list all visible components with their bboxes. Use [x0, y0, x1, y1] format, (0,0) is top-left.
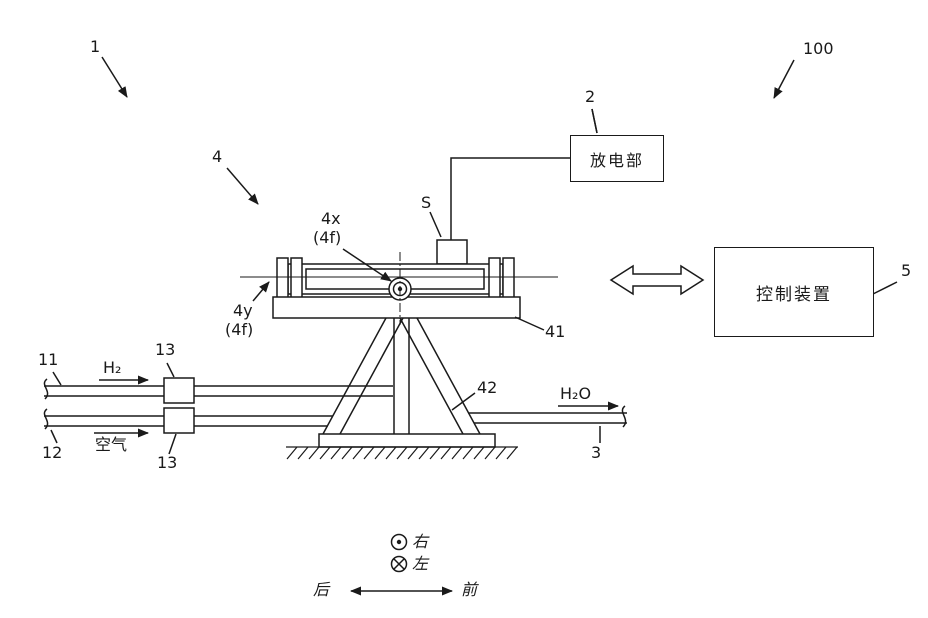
- leader-41: [514, 316, 545, 331]
- compass-right-label: 右: [412, 532, 429, 551]
- ref-label-4: 4: [212, 147, 223, 166]
- pivot: [388, 252, 412, 325]
- ground-hatch: [286, 446, 518, 460]
- h2-label: H₂: [103, 358, 122, 377]
- pipe-break: [43, 378, 49, 400]
- tilt-table: [240, 257, 558, 319]
- ref-label-12: 12: [42, 443, 63, 462]
- ref-label-13a: 13: [155, 340, 176, 359]
- compass-left-label: 左: [412, 554, 429, 573]
- control-device-label: 控制装置: [756, 284, 832, 305]
- discharge-unit-box: 放电部: [570, 135, 664, 182]
- valve-13a: [163, 377, 195, 404]
- hydrogen-pipe: [43, 378, 393, 400]
- ref-label-1: 1: [90, 37, 101, 56]
- leader-4y: [252, 281, 270, 302]
- ref-label-S: S: [421, 193, 432, 212]
- ref-label-11: 11: [38, 350, 59, 369]
- leader-13b: [168, 433, 177, 455]
- leader-2: [591, 108, 598, 134]
- ref-label-42: 42: [477, 378, 498, 397]
- leader-4x: [342, 248, 392, 282]
- ref-label-4x: 4x: [321, 209, 341, 228]
- orientation-legend: [350, 533, 453, 596]
- ref-label-2: 2: [585, 87, 596, 106]
- ref-arrow-100: [773, 59, 795, 99]
- h2o-label: H₂O: [560, 384, 592, 403]
- leader-13a: [166, 362, 175, 378]
- leader-11: [52, 371, 62, 386]
- axis-out-icon: [390, 533, 408, 551]
- compass-front-label: 前: [461, 580, 478, 599]
- control-device-box: 控制装置: [714, 247, 874, 337]
- base-plate: [318, 433, 496, 448]
- ref-label-41: 41: [545, 322, 566, 341]
- support-stand: [318, 317, 496, 448]
- air-label: 空气: [95, 435, 128, 454]
- discharge-unit-label: 放电部: [589, 150, 644, 170]
- ref-arrow-4: [226, 167, 259, 205]
- ref-label-100: 100: [803, 39, 834, 58]
- ref-arrow-1: [101, 56, 128, 98]
- valve-13b: [163, 407, 195, 434]
- axis-in-icon: [390, 555, 408, 573]
- leader-42: [451, 392, 476, 411]
- ref-label-3: 3: [591, 443, 602, 462]
- water-pipe: [468, 405, 627, 428]
- pipe-break: [43, 408, 49, 430]
- bidirectional-arrow: [609, 264, 705, 296]
- ref-label-13b: 13: [157, 453, 178, 472]
- ref-label-5: 5: [901, 261, 912, 280]
- ref-label-4y-sub: (4f): [225, 320, 254, 339]
- ref-label-4x-sub: (4f): [313, 228, 342, 247]
- leader-12: [50, 429, 58, 444]
- compass-back-label: 后: [313, 580, 330, 599]
- sensor-box: [429, 211, 468, 265]
- ref-label-4y: 4y: [233, 301, 253, 320]
- leader-5: [872, 281, 898, 295]
- pipe-break: [621, 405, 627, 428]
